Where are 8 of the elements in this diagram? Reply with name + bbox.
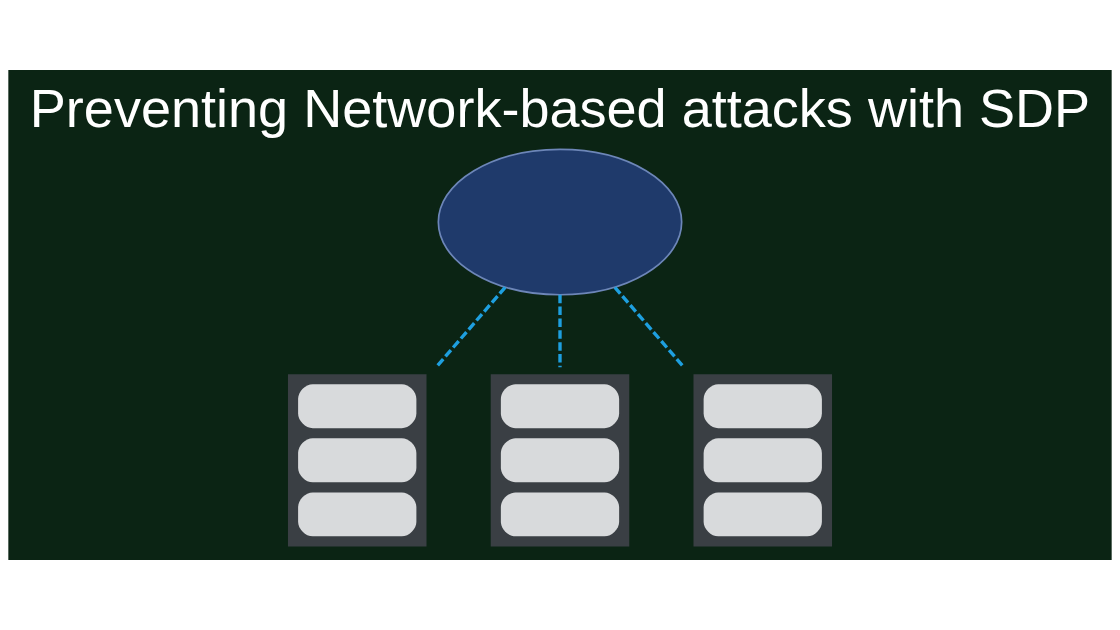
connector — [613, 286, 686, 369]
node-server — [287, 374, 427, 547]
connector — [558, 294, 562, 368]
diagram-title: Preventing Network-based attacks with SDP — [29, 77, 1091, 138]
connector — [434, 286, 507, 369]
node-server — [490, 374, 630, 547]
node-server — [693, 374, 833, 547]
node-cloud — [437, 148, 683, 296]
